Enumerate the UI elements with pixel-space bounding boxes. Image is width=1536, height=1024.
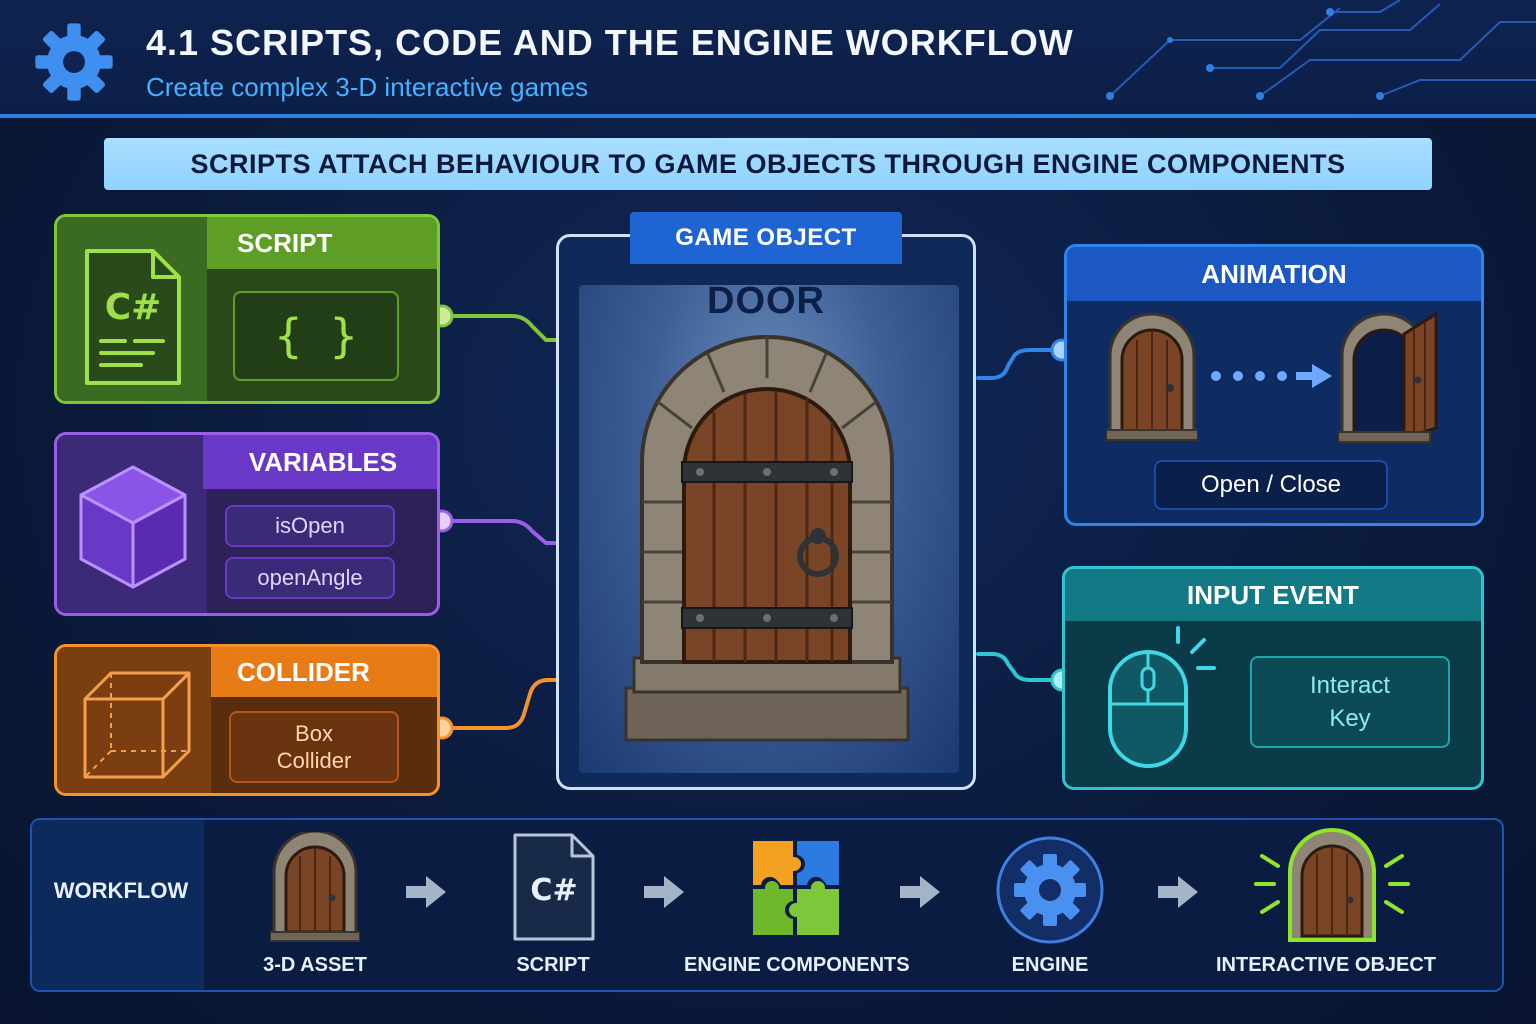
script-card-title: SCRIPT (207, 217, 437, 269)
variable-openangle[interactable]: openAngle (225, 557, 395, 599)
open-close-state[interactable]: Open / Close (1154, 460, 1388, 510)
workflow-step-script: SCRIPT (516, 954, 590, 976)
variables-card-title: VARIABLES (203, 435, 437, 489)
arrow-right-icon (900, 876, 940, 908)
puzzle-icon (751, 839, 841, 937)
cube-icon (79, 465, 187, 589)
arrow-right-icon (406, 876, 446, 908)
closed-door-icon (1106, 312, 1198, 441)
gear-icon (996, 836, 1104, 944)
door-icon (624, 335, 910, 742)
page-subtitle: Create complex 3-D interactive games (146, 72, 589, 102)
workflow-step-3d-asset: 3-D ASSET (263, 954, 367, 976)
arrow-right-icon (1158, 876, 1198, 908)
header: 4.1 SCRIPTS, CODE AND THE ENGINE WORKFLO… (0, 0, 1536, 116)
open-door-icon (1338, 311, 1438, 443)
gear-icon (35, 23, 113, 101)
workflow-label-area (32, 820, 204, 990)
collider-card-title: COLLIDER (211, 647, 437, 697)
glowing-door-icon (1254, 828, 1410, 942)
interact-key-line1: Interact (1309, 672, 1391, 699)
input-event-card-title: INPUT EVENT (1065, 569, 1481, 621)
header-divider (0, 114, 1536, 118)
variables-icon-area (57, 435, 207, 613)
interact-key[interactable]: Interact Key (1250, 656, 1450, 748)
box-collider-line1: Box (295, 721, 333, 746)
interact-key-line2: Key (1329, 705, 1371, 732)
script-icon-area: C# (57, 217, 207, 401)
collider-card[interactable]: COLLIDER Box Collider (54, 644, 440, 796)
page-title: 4.1 SCRIPTS, CODE AND THE ENGINE WORKFLO… (146, 22, 1074, 63)
workflow-step-engine: ENGINE (1011, 954, 1089, 976)
script-card[interactable]: C# SCRIPT { } (54, 214, 440, 404)
animation-card-title: ANIMATION (1067, 247, 1481, 301)
variable-isopen[interactable]: isOpen (225, 505, 395, 547)
csharp-file-icon: C# (513, 833, 595, 941)
wireframe-cube-icon (83, 671, 191, 779)
csharp-label: C# (530, 873, 577, 908)
collider-icon-area (57, 647, 211, 793)
workflow-step-interactive-object: INTERACTIVE OBJECT (1215, 954, 1437, 976)
mouse-icon (1108, 626, 1216, 768)
transition-arrow-icon (1211, 364, 1332, 388)
csharp-label: C# (105, 287, 162, 328)
csharp-file-icon: C# (85, 249, 181, 385)
box-collider-line2: Collider (276, 748, 352, 773)
headline-banner: SCRIPTS ATTACH BEHAVIOUR TO GAME OBJECTS… (104, 138, 1432, 190)
door-icon (270, 832, 360, 942)
variables-card[interactable]: VARIABLES isOpen openAngle (54, 432, 440, 616)
workflow-label: WORKFLOW (53, 878, 189, 903)
game-object-name: DOOR (707, 280, 825, 322)
game-object-tab: GAME OBJECT (630, 212, 902, 264)
code-braces: { } (233, 291, 399, 381)
arrow-right-icon (644, 876, 684, 908)
box-collider-chip[interactable]: Box Collider (229, 711, 399, 783)
circuit-decoration (1106, 0, 1536, 100)
workflow-step-engine-components: ENGINE COMPONENTS (684, 954, 910, 976)
